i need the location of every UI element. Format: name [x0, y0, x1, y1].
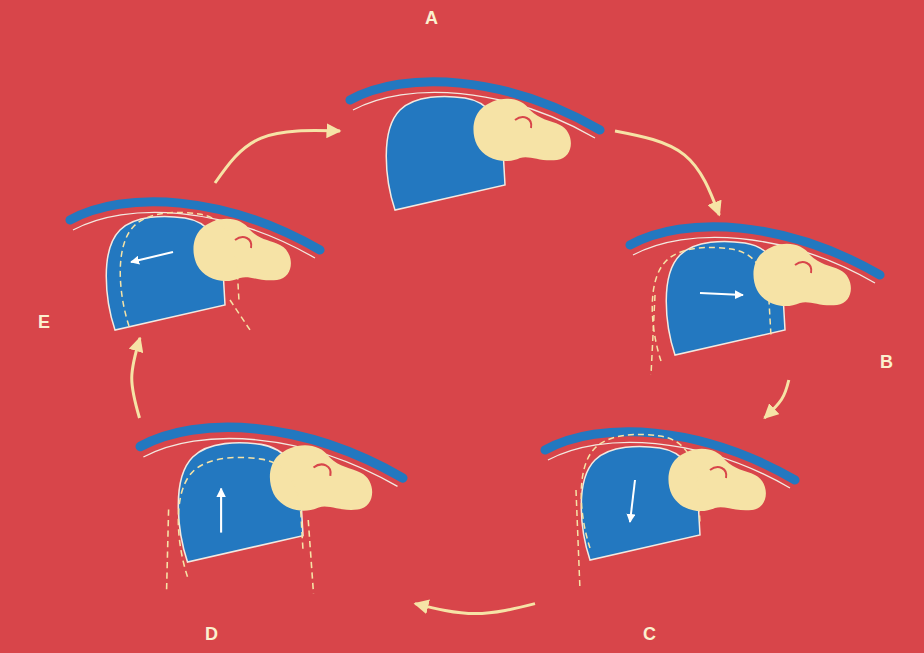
shoulder-figure: [630, 227, 880, 375]
cycle-arrow: [765, 380, 789, 418]
stage-panel: E: [35, 183, 335, 338]
stage-panel: D: [125, 418, 415, 650]
stage-letter: D: [205, 624, 218, 645]
shoulder-figure: [140, 427, 403, 593]
stage-letter: B: [880, 352, 893, 373]
stage-letter: A: [425, 8, 438, 29]
stage-letter: C: [643, 624, 656, 645]
shoulder-figure: [350, 82, 600, 210]
stage-panel: A: [340, 5, 615, 215]
stage-panel: C: [535, 418, 805, 650]
cycle-arrow: [132, 338, 140, 418]
cycle-arrow: [215, 131, 340, 183]
stage-letter: E: [38, 312, 50, 333]
cycle-arrow: [615, 131, 719, 215]
stage-panel: B: [622, 215, 900, 380]
shoulder-figure: [545, 432, 795, 590]
shoulder-figure: [70, 202, 320, 330]
cycle-arrow: [415, 604, 535, 614]
